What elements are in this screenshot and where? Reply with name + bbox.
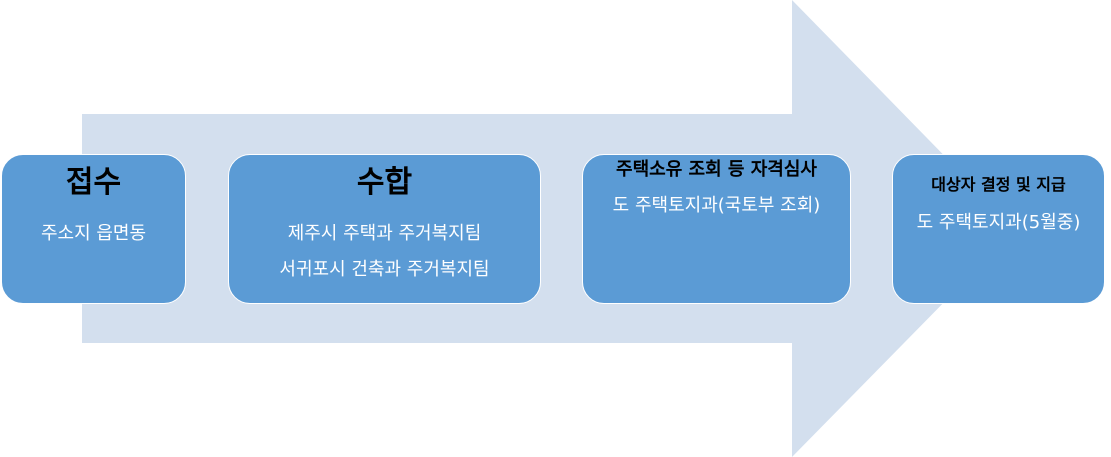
step-detail-collection-seogwipo: 서귀포시 건축과 주거복지팀 [279,259,490,280]
step-box-eligibility-review: 주택소유 조회 등 자격심사 도 주택토지과(국토부 조회) [582,154,851,304]
step-box-collection: 수합 제주시 주택과 주거복지팀 서귀포시 건축과 주거복지팀 [228,154,541,304]
step-title-decision-payment: 대상자 결정 및 지급 [931,175,1066,194]
process-arrow-shape [82,0,1016,457]
step-title-collection: 수합 [356,165,413,200]
step-detail-decision-payment: 도 주택토지과(5월중) [916,212,1081,233]
step-detail-eligibility-review: 도 주택토지과(국토부 조회) [612,195,821,216]
step-box-reception: 접수 주소지 읍면동 [1,154,186,304]
step-box-decision-payment: 대상자 결정 및 지급 도 주택토지과(5월중) [892,154,1105,304]
step-detail-reception: 주소지 읍면동 [40,223,147,244]
step-detail-collection-jeju: 제주시 주택과 주거복지팀 [287,223,482,244]
step-title-eligibility-review: 주택소유 조회 등 자격심사 [616,159,817,180]
step-title-reception: 접수 [65,165,122,200]
